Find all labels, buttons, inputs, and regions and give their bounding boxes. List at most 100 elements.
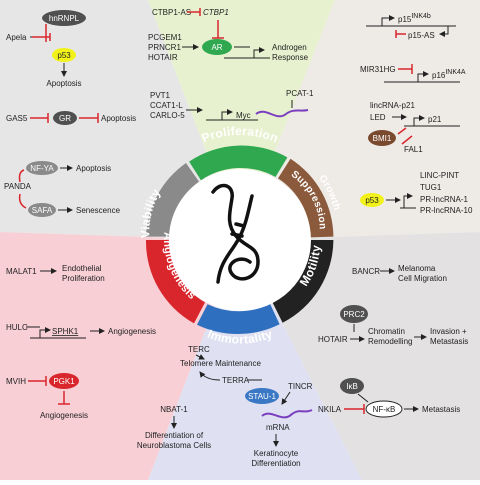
- keratinocyte-diff-label: Differentiation: [251, 459, 300, 468]
- tincr-rna-strand: [261, 409, 313, 419]
- pvt1-label: PVT1: [150, 91, 171, 100]
- lncrna-strand-icon: [211, 183, 260, 284]
- nfya-label: NF-YA: [30, 164, 54, 173]
- diff-of-label: Differentiation of: [145, 431, 204, 440]
- stau1-label: STAU-1: [248, 392, 276, 401]
- panel-viability: hnRNPL Apela p53 Apoptosis GAS5 GR Apopt…: [4, 10, 136, 217]
- myc-label: Myc: [236, 111, 251, 120]
- panel-immortality: TERC Telomere Maintenance TERRA STAU-1 T…: [137, 345, 313, 468]
- remodelling-label: Remodelling: [368, 337, 412, 346]
- ar-node: [202, 39, 232, 55]
- p53-label-viability: p53: [57, 51, 71, 60]
- bmi1-node: [368, 130, 396, 146]
- p53-label-growth: p53: [365, 196, 379, 205]
- chromatin-label: Chromatin: [368, 327, 405, 336]
- senescence-label: Senescence: [76, 206, 121, 215]
- gr-node: [53, 111, 77, 125]
- pcat1-rna-strand: [255, 109, 309, 118]
- pgk1-label: PGK1: [53, 377, 75, 386]
- neuroblastoma-label: Neuroblastoma Cells: [137, 441, 211, 450]
- panel-proliferation: CTBP1-AS CTBP1 PCGEM1 PRNCR1 HOTAIR AR A…: [148, 8, 314, 121]
- ccat1-l-label: CCAT1-L: [150, 101, 183, 110]
- ring-segment-viability: [146, 163, 199, 237]
- fal1-label: FAL1: [404, 145, 423, 154]
- keratinocyte-label: Keratinocyte: [254, 449, 299, 458]
- mvih-label: MVIH: [6, 377, 26, 386]
- pgk1-node: [49, 373, 79, 389]
- terra-label: TERRA: [222, 376, 250, 385]
- hotair-label-prolif: HOTAIR: [148, 53, 178, 62]
- hulc-label: HULC: [6, 323, 28, 332]
- hnrnpl-node: [42, 10, 86, 26]
- lincrna-p21-label: lincRNA-p21: [370, 101, 415, 110]
- apoptosis-label-2: Apoptosis: [101, 114, 136, 123]
- linc-pint-label: LINC-PINT: [420, 171, 459, 180]
- carlo5-label: CARLO-5: [150, 111, 185, 120]
- nfya-node: [26, 161, 58, 175]
- hotair-label-motility: HOTAIR: [318, 335, 348, 344]
- prc2-label: PRC2: [343, 310, 365, 319]
- panel-angiogenesis: MALAT1 Endothelial Proliferation HULC SP…: [6, 264, 156, 420]
- ring-segment-motility: [272, 240, 334, 323]
- panel-growth-suppression: p15INK4b p15-AS MIR31HG p16INK4A lincRNA…: [360, 13, 473, 215]
- mir31hg-label: MIR31HG: [360, 65, 396, 74]
- p15as-label: p15-AS: [408, 31, 435, 40]
- p53-node-growth: [360, 193, 384, 207]
- panel-motility: BANCR Melanoma Cell Migration PRC2 HOTAI…: [318, 264, 468, 418]
- p53-node-viability: [52, 48, 76, 62]
- ctbp1-gene-label: CTBP1: [203, 8, 229, 17]
- terc-label: TERC: [188, 345, 210, 354]
- nkila-label: NKILA: [318, 405, 342, 414]
- pcat1-label: PCAT-1: [286, 89, 314, 98]
- safa-label: SAFA: [32, 206, 53, 215]
- bancr-label: BANCR: [352, 267, 380, 276]
- metastasis-label-2: Metastasis: [422, 405, 460, 414]
- bmi1-label: BMI1: [373, 134, 392, 143]
- ar-label: AR: [211, 43, 222, 52]
- p21-label: p21: [428, 115, 442, 124]
- nfkb-label: NF-κB: [373, 405, 396, 414]
- melanoma-label: Melanoma: [398, 264, 436, 273]
- stau1-node: [245, 388, 279, 404]
- prc2-node: [340, 305, 368, 323]
- ring-label-immortality: Immortality: [206, 327, 275, 347]
- ring-segment-immortality: [197, 303, 280, 335]
- p16-label: p16INK4A: [432, 69, 466, 80]
- safa-node: [28, 203, 56, 217]
- angio-proliferation-label: Proliferation: [62, 274, 105, 283]
- prncr1-label: PRNCR1: [148, 43, 181, 52]
- p15-label: p15INK4b: [398, 13, 431, 24]
- ring-segment-angiogenesis: [145, 240, 205, 324]
- ring-segment-proliferation: [189, 145, 288, 181]
- endothelial-label: Endothelial: [62, 264, 102, 273]
- pr-lncrna-10-label: PR-lncRNA-10: [420, 206, 473, 215]
- apoptosis-label-3: Apoptosis: [76, 164, 111, 173]
- pcgem1-label: PCGEM1: [148, 33, 182, 42]
- androgen-label: Androgen: [272, 43, 307, 52]
- angiogenesis-label-2: Angiogenesis: [40, 411, 88, 420]
- ikb-label: IκB: [346, 382, 358, 391]
- apela-label: Apela: [6, 33, 27, 42]
- metastasis-label-1: Metastasis: [430, 337, 468, 346]
- ikb-node: [340, 378, 364, 394]
- led-label: LED: [370, 113, 386, 122]
- hnrnpl-label: hnRNPL: [49, 14, 80, 23]
- tincr-label: TINCR: [288, 382, 313, 391]
- sector-bg-immortality: [148, 240, 362, 480]
- invasion-label: Invasion +: [430, 327, 467, 336]
- sphk1-label: SPHK1: [52, 327, 79, 336]
- panda-label: PANDA: [4, 182, 32, 191]
- angiogenesis-label-1: Angiogenesis: [108, 327, 156, 336]
- malat1-label: MALAT1: [6, 267, 37, 276]
- apoptosis-label-1: Apoptosis: [46, 79, 81, 88]
- mrna-label: mRNA: [266, 423, 290, 432]
- telomere-label: Telomere Maintenance: [180, 359, 261, 368]
- cell-migration-label: Cell Migration: [398, 274, 447, 283]
- response-label: Response: [272, 53, 309, 62]
- ring-segment-growth: [278, 158, 334, 238]
- gas5-label: GAS5: [6, 114, 28, 123]
- gr-label: GR: [59, 114, 71, 123]
- nbat1-label: NBAT-1: [160, 405, 188, 414]
